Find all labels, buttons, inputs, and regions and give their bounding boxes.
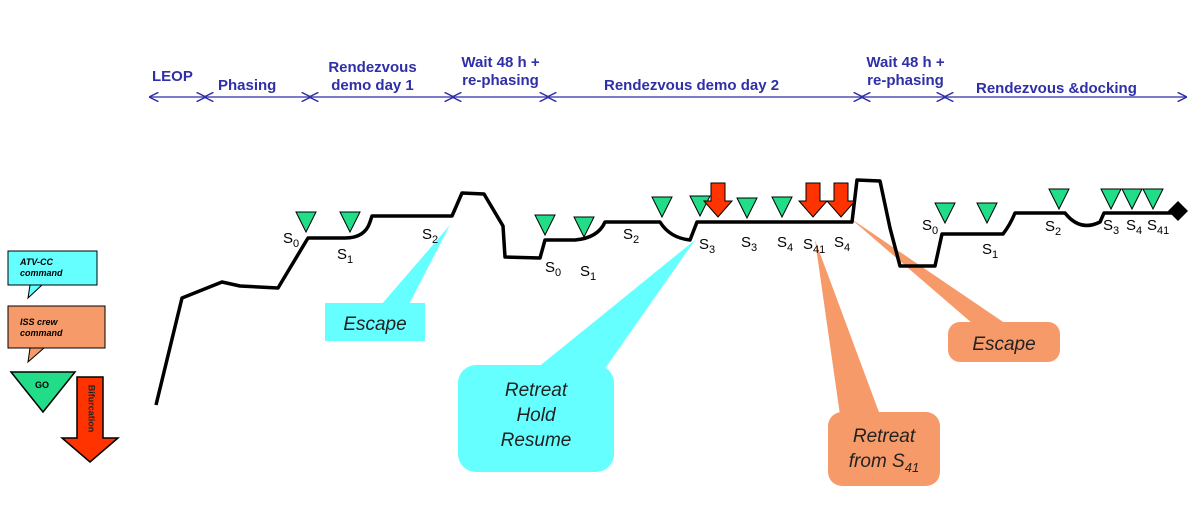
docking-end-marker [1168,201,1188,221]
retreat-callout-pointer [510,240,695,390]
go-marker-s1-dock [976,202,998,225]
go-marker-s3b-demo2 [736,197,758,220]
go-marker-s1-demo2 [573,216,595,239]
legend-go-label: GO [35,380,50,390]
s-label: S1 [337,246,354,266]
legend-atv-cc-tail [27,284,44,300]
legend-atv-cc-label: ATV-CC command [20,257,63,278]
escape-callout-pointer-2 [850,218,1015,330]
legend-atv-cc-box [7,250,98,286]
s-label: S2 [422,226,439,246]
go-marker-s4-dock [1121,188,1143,211]
retreat-s41-callout-box [828,412,940,486]
phase-label-dock: Rendezvous &docking [976,80,1137,97]
go-marker-s4-demo2 [771,196,793,219]
s-label: S4 [1126,217,1143,237]
s-label: S2 [623,226,640,246]
go-marker-s2-demo2 [651,196,673,219]
s-label: S41 [803,236,826,256]
escape-callout-text-2: Escape [972,334,1036,355]
go-marker-s0-demo1 [295,211,317,234]
phase-label-leop: LEOP [152,68,193,85]
bifurcation-arrow-s41 [797,182,829,218]
go-marker-s0-dock [934,202,956,225]
go-marker-s3-dock [1100,188,1122,211]
s-label: S3 [699,236,716,256]
s-label: S3 [1103,217,1120,237]
s-label: S0 [283,230,300,250]
go-marker-s1-demo1 [339,211,361,234]
legend-bifurcation-label: Bifurcation [86,384,97,433]
s-label: S41 [1147,217,1170,237]
go-marker-s2-dock [1048,188,1070,211]
retreat-s41-callout-text: Retreat from S41 [848,426,920,475]
escape-callout-box-1 [325,303,425,341]
s-label: S3 [741,234,758,254]
legend-iss-crew-tail [27,347,46,364]
escape-callout-pointer-1 [375,225,450,312]
phase-label-wait2: Wait 48 h +re-phasing [866,54,945,89]
legend-go-triangle [9,371,77,414]
legend-iss-crew-label: ISS crew command [20,317,63,338]
bifurcation-markers [702,182,857,218]
s-label: S1 [982,241,999,261]
legend-bifurcation-arrow [59,376,121,463]
go-marker-s0-demo2 [534,214,556,237]
s-label: S1 [580,263,597,283]
retreat-s41-callout-pointer [815,240,880,415]
go-markers [295,188,1164,239]
go-marker-s3-demo2 [689,195,711,218]
s-label: S4 [834,234,851,254]
escape-callout-box-2 [948,322,1060,362]
trajectory-line [154,178,1178,406]
phase-label-demo2: Rendezvous demo day 2 [604,77,780,94]
legend-iss-crew-box [7,305,106,349]
phase-label-wait1: Wait 48 h +re-phasing [461,54,540,89]
s-label: S4 [777,234,794,254]
phase-label-phasing: Phasing [218,77,277,94]
go-marker-s41-dock [1142,188,1164,211]
legend [7,250,121,463]
bifurcation-arrow-s3 [702,182,734,218]
s-label: S0 [922,217,939,237]
s-label: S2 [1045,218,1062,238]
retreat-callout-box [458,365,614,472]
bifurcation-arrow-s4 [825,182,857,218]
escape-callout-text-1: Escape [343,314,407,335]
s-label: S0 [545,259,562,279]
